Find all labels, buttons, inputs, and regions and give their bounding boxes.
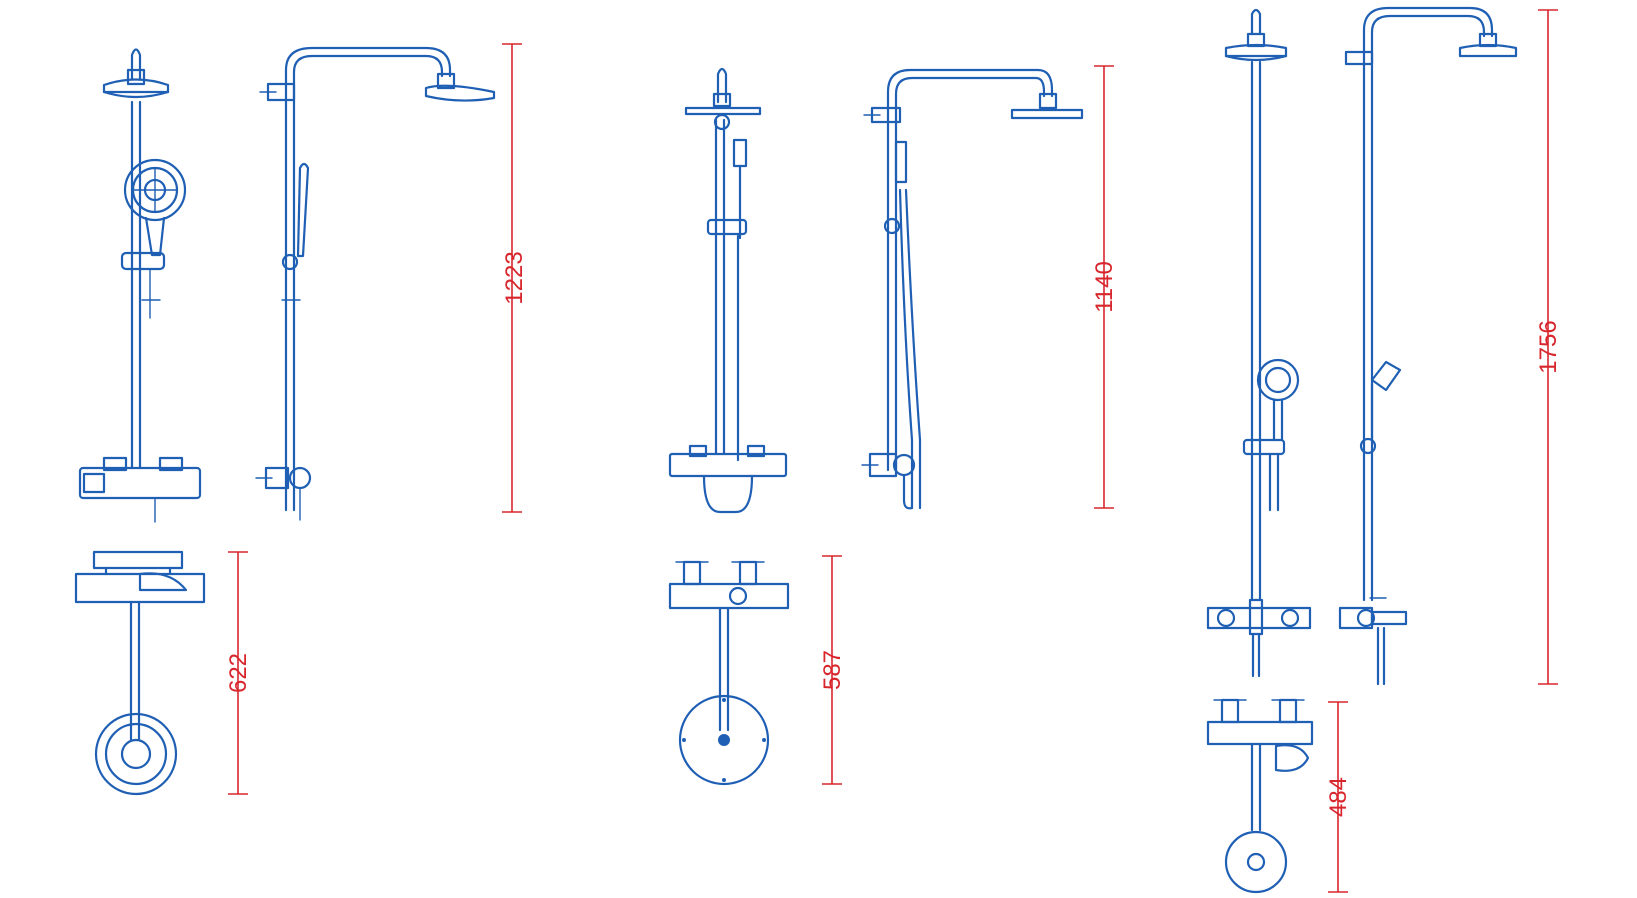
dimension-set1-height: 1223 bbox=[501, 43, 528, 513]
set3-front-view bbox=[1206, 8, 1312, 678]
set3-top-view bbox=[1206, 698, 1314, 894]
dimension-set3-height: 1756 bbox=[1535, 9, 1562, 685]
dimension-label-484: 484 bbox=[1325, 777, 1352, 817]
dimension-set3-depth: 484 bbox=[1325, 701, 1352, 893]
set2-top-view bbox=[668, 560, 790, 786]
dimension-set2-height: 1140 bbox=[1091, 65, 1118, 509]
dimension-label-587: 587 bbox=[819, 650, 846, 690]
set1-top-view bbox=[74, 550, 206, 796]
set1-front-view bbox=[78, 48, 202, 523]
dimension-label-1223: 1223 bbox=[501, 251, 528, 304]
set1-side-view bbox=[255, 46, 496, 521]
set3-side-view bbox=[1338, 6, 1518, 686]
dimension-label-1756: 1756 bbox=[1535, 320, 1562, 373]
dimension-label-1140: 1140 bbox=[1091, 261, 1118, 313]
set2-front-view bbox=[668, 67, 788, 514]
dimension-label-622: 622 bbox=[225, 653, 252, 693]
dimension-set1-depth: 622 bbox=[225, 551, 252, 795]
dimension-set2-depth: 587 bbox=[819, 555, 846, 785]
set2-side-view bbox=[861, 68, 1084, 510]
